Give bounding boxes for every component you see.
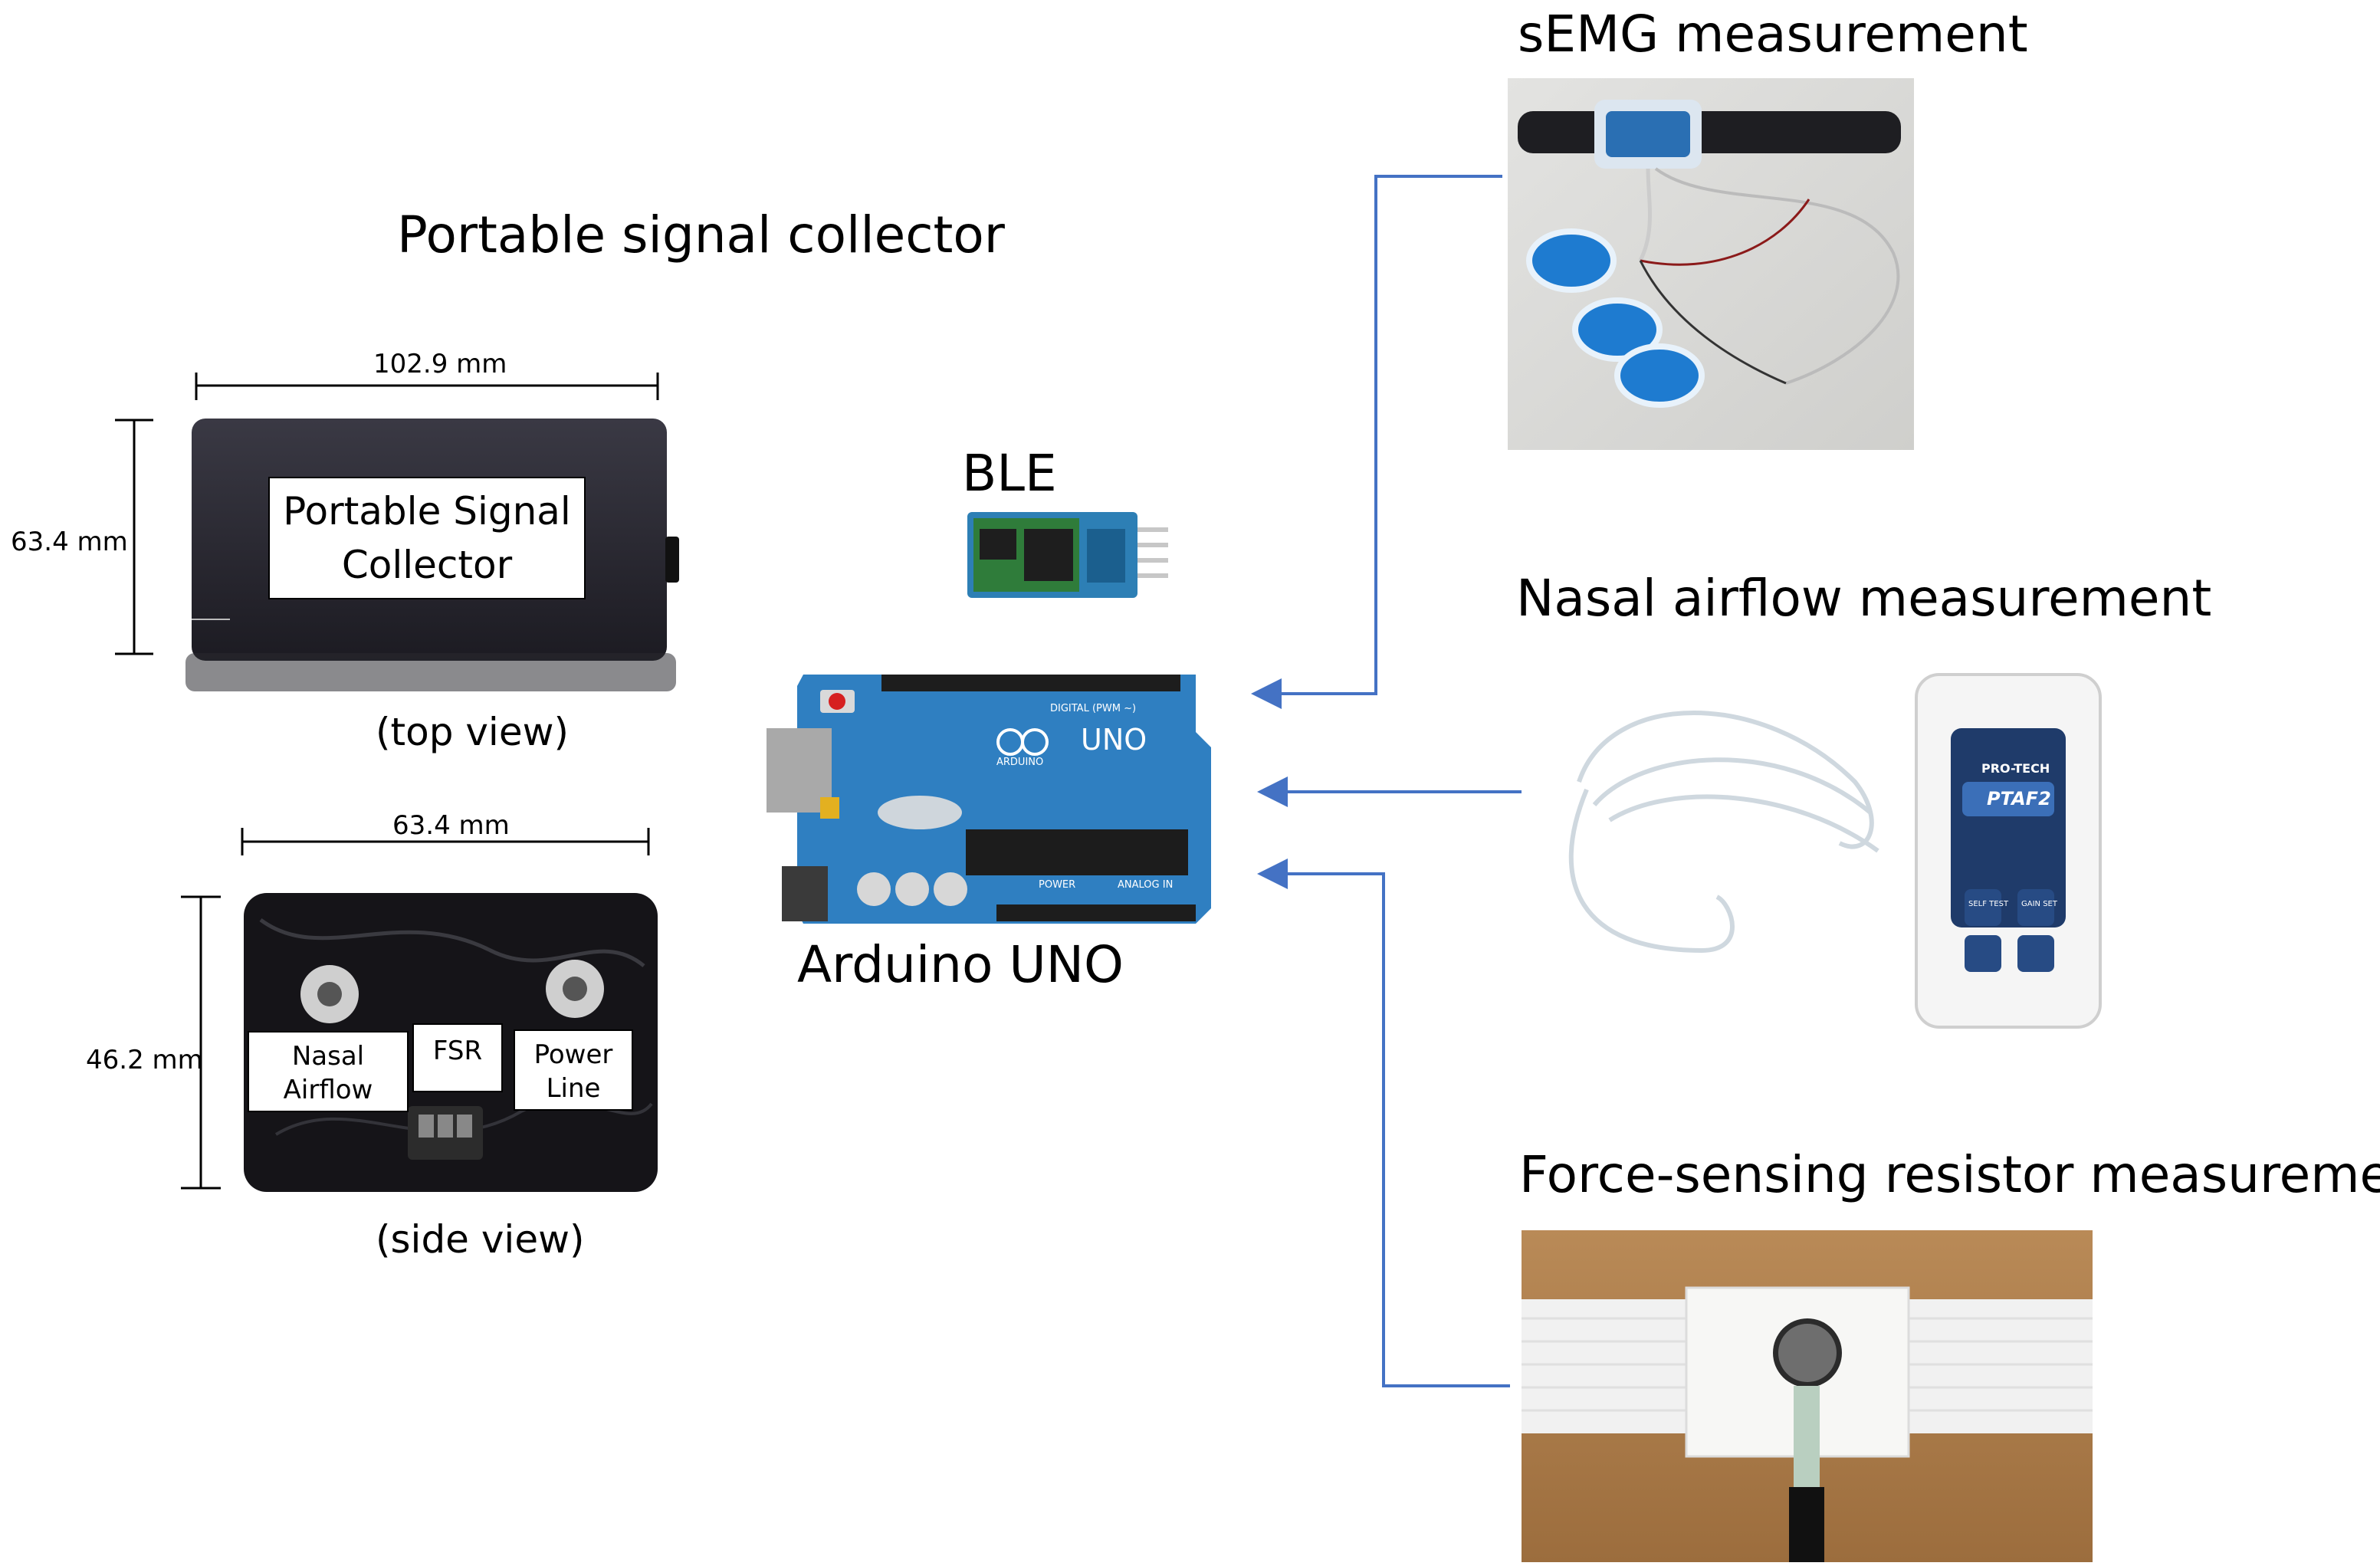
- port-label-nasal-airflow: Nasal Airflow: [248, 1031, 409, 1112]
- connector-fsr: [1257, 859, 1510, 1387]
- side-view-height-label: 46.2 mm: [86, 1045, 203, 1075]
- arduino-uno-board: [767, 675, 1211, 924]
- top-view-width-label: 102.9 mm: [373, 349, 507, 379]
- nasal-device-model: PTAF2: [1987, 788, 2051, 809]
- nasal-airflow-photo: [1525, 659, 2108, 1029]
- arduino-board-uno-text: UNO: [1081, 723, 1147, 757]
- ble-label: BLE: [962, 444, 1057, 503]
- semg-photo: [1508, 78, 1914, 450]
- fsr-photo: [1522, 1230, 2093, 1562]
- fsr-label: Force-sensing resistor measurement: [1519, 1145, 2380, 1204]
- arduino-board-digital-text: DIGITAL (PWM ~): [1050, 703, 1137, 714]
- arduino-label: Arduino UNO: [797, 935, 1124, 994]
- port-label-fsr: FSR: [412, 1023, 503, 1092]
- arduino-board-brand-text: ARDUINO: [996, 757, 1044, 768]
- collector-heading: Portable signal collector: [397, 205, 1005, 264]
- top-view-device-label: Portable Signal Collector: [268, 477, 586, 599]
- nasal-device-brand: PRO-TECH: [1981, 761, 2050, 776]
- side-view-height-dimension: [181, 895, 221, 1190]
- nasal-device-self-test: SELF TEST: [1968, 900, 2009, 908]
- nasal-airflow-label: Nasal airflow measurement: [1516, 569, 2212, 628]
- side-view-width-label: 63.4 mm: [392, 810, 510, 841]
- top-view-height-label: 63.4 mm: [11, 527, 128, 557]
- semg-label: sEMG measurement: [1518, 5, 2028, 64]
- side-view-width-dimension: [241, 828, 650, 855]
- side-view-caption: (side view): [376, 1217, 585, 1262]
- ble-module-photo: [967, 512, 1168, 598]
- arduino-board-power-text: POWER: [1039, 879, 1076, 891]
- arduino-board-analog-text: ANALOG IN: [1118, 879, 1174, 891]
- top-view-caption: (top view): [376, 710, 569, 754]
- port-label-power-line: Power Line: [514, 1029, 633, 1111]
- nasal-device-gain-set: GAIN SET: [2021, 900, 2057, 908]
- top-view-width-dimension: [195, 373, 659, 400]
- connector-semg: [1251, 175, 1502, 709]
- top-view-height-dimension: [115, 419, 153, 655]
